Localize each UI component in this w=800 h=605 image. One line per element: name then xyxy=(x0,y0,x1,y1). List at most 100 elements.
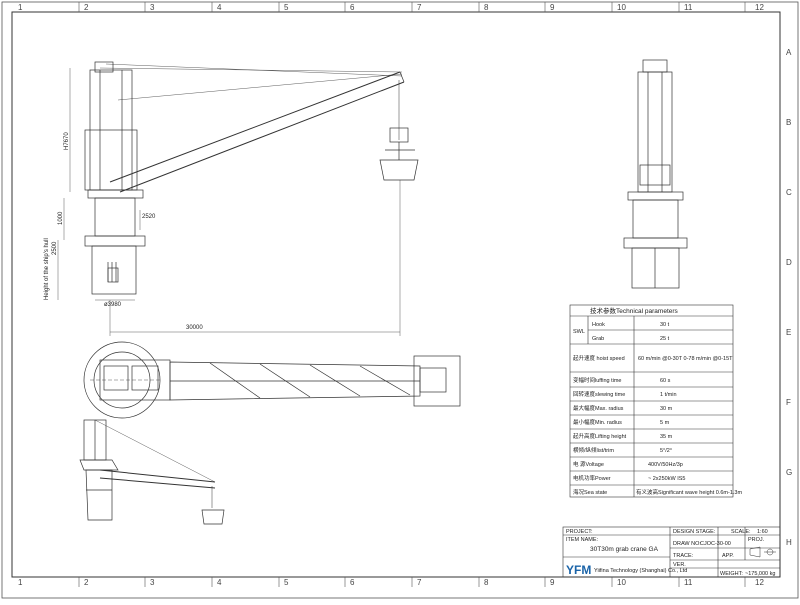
col-label: 2 xyxy=(84,578,89,587)
tb-item-label: ITEM NAME: xyxy=(566,537,599,543)
pedestal-upper xyxy=(94,197,136,237)
tech-row-label: 起升高度Lifting height xyxy=(573,432,627,440)
col-label: 7 xyxy=(417,3,422,12)
tb-item-name: 30T30m grab crane GA xyxy=(590,546,659,553)
dim-height2: 2520 xyxy=(142,214,156,220)
company-logo: YFM xyxy=(566,563,591,577)
col-label: 1 xyxy=(18,3,23,12)
dim-d2: 2500 xyxy=(52,241,58,255)
tech-row-value: 25 t xyxy=(660,336,670,342)
tech-parameters-table xyxy=(569,304,734,498)
front-tower xyxy=(637,71,673,193)
col-label: 8 xyxy=(484,3,489,12)
tb-design-stage-label: DESIGN STAGE: xyxy=(673,529,716,535)
col-label: 1 xyxy=(18,578,23,587)
grid-row-labels: A B C D E F G H xyxy=(786,48,792,547)
iso-pedestal xyxy=(85,469,113,521)
tech-row-value: 30 m xyxy=(660,406,673,412)
tb-project-label: PROJECT: xyxy=(566,529,593,535)
company-name: Yiifina Technology (Shanghai) Co., Ltd xyxy=(594,568,687,574)
col-label: 8 xyxy=(484,578,489,587)
tb-trace-label: TRACE: xyxy=(673,553,694,559)
tb-app-label: APP. xyxy=(722,553,734,559)
tb-draw-no-label: DRAW NO: xyxy=(673,541,701,547)
tech-row-label: 横倾/纵倾list/trim xyxy=(573,446,614,454)
tech-row-value: 60 m/min @0-30T 0-78 m/min @0-15T xyxy=(638,356,733,362)
tech-row-value: 30 t xyxy=(660,322,670,328)
col-label: 3 xyxy=(150,3,155,12)
col-label: 4 xyxy=(217,3,222,12)
col-label: 12 xyxy=(755,578,764,587)
tech-row-value: 有义波高Significant wave height 0.6m-1.3m xyxy=(636,488,742,496)
row-label: F xyxy=(786,398,791,407)
col-label: 12 xyxy=(755,3,764,12)
tech-row-label: 起升速度 hoist speed xyxy=(573,354,625,362)
dim-vertical-label: Height of the ship's hull xyxy=(44,238,50,300)
col-label: 9 xyxy=(550,3,555,12)
iso-grab xyxy=(201,509,225,525)
row-label: A xyxy=(786,48,792,57)
tb-draw-no: CJOC-30-00 xyxy=(700,541,731,547)
tech-row-label: 电机功率Power xyxy=(573,474,611,482)
row-label: C xyxy=(786,188,792,197)
slewing-platform xyxy=(87,189,144,199)
tb-scale-label: SCALE: xyxy=(731,529,751,535)
row-label: G xyxy=(786,468,792,477)
row-label: B xyxy=(786,118,791,127)
pedestal-lower xyxy=(91,245,137,295)
dim-radius: 30000 xyxy=(186,325,203,331)
tech-row-label: 变幅时间luffing time xyxy=(573,376,622,384)
col-label: 9 xyxy=(550,578,555,587)
grid-column-labels-bottom: 1 2 3 4 5 6 7 8 9 10 11 12 xyxy=(18,578,764,587)
tech-row-value: ~ 2x250kW IS5 xyxy=(648,476,685,482)
tech-swl-label: SWL xyxy=(573,329,585,335)
tb-ver-label: VER. xyxy=(673,562,686,568)
tech-row-label: 最大幅度Max. radius xyxy=(573,404,624,412)
front-elevation-view xyxy=(623,59,688,289)
col-label: 3 xyxy=(150,578,155,587)
tb-weight-label: WEIGHT: xyxy=(720,571,743,577)
tech-row-value: 400V/50Hz/3p xyxy=(648,462,683,468)
tech-row-value: 35 m xyxy=(660,434,673,440)
isometric-view xyxy=(79,419,225,525)
col-label: 11 xyxy=(684,578,693,587)
grid-column-labels-top: 1 2 3 4 5 6 7 8 9 10 11 12 xyxy=(18,3,764,12)
col-label: 4 xyxy=(217,578,222,587)
col-label: 10 xyxy=(617,3,626,12)
tech-row-value: 5 m xyxy=(660,420,670,426)
tb-weight: ~175,000 kg xyxy=(745,571,775,577)
col-label: 10 xyxy=(617,578,626,587)
plan-boom xyxy=(169,361,421,401)
title-block xyxy=(562,526,781,578)
plan-view xyxy=(83,341,461,419)
grid-columns xyxy=(78,2,746,587)
tech-row-label: 电 源Voltage xyxy=(573,460,604,468)
tech-table-title: 技术参数Technical parameters xyxy=(590,306,679,315)
row-label: E xyxy=(786,328,791,337)
tb-scale: 1:60 xyxy=(757,529,768,535)
row-label: H xyxy=(786,538,792,547)
col-label: 6 xyxy=(350,578,355,587)
inner-frame xyxy=(11,11,781,578)
iso-boom xyxy=(99,469,216,483)
col-label: 11 xyxy=(684,3,693,12)
tech-row-label: Grab xyxy=(592,336,604,342)
col-label: 7 xyxy=(417,578,422,587)
col-label: 2 xyxy=(84,3,89,12)
tech-row-label: 海况Sea state xyxy=(573,488,607,496)
col-label: 6 xyxy=(350,3,355,12)
dim-height: H7670 xyxy=(64,132,70,150)
side-elevation-view xyxy=(57,61,419,336)
tech-row-label: Hook xyxy=(592,322,605,328)
tech-row-value: 60 s xyxy=(660,378,671,384)
projection-symbol-icon xyxy=(749,546,776,558)
row-label: D xyxy=(786,258,792,267)
boom xyxy=(109,71,401,183)
tb-proj-label: PROJ. xyxy=(748,537,765,543)
col-label: 5 xyxy=(284,3,289,12)
col-label: 5 xyxy=(284,578,289,587)
plan-boom-head xyxy=(413,355,461,407)
